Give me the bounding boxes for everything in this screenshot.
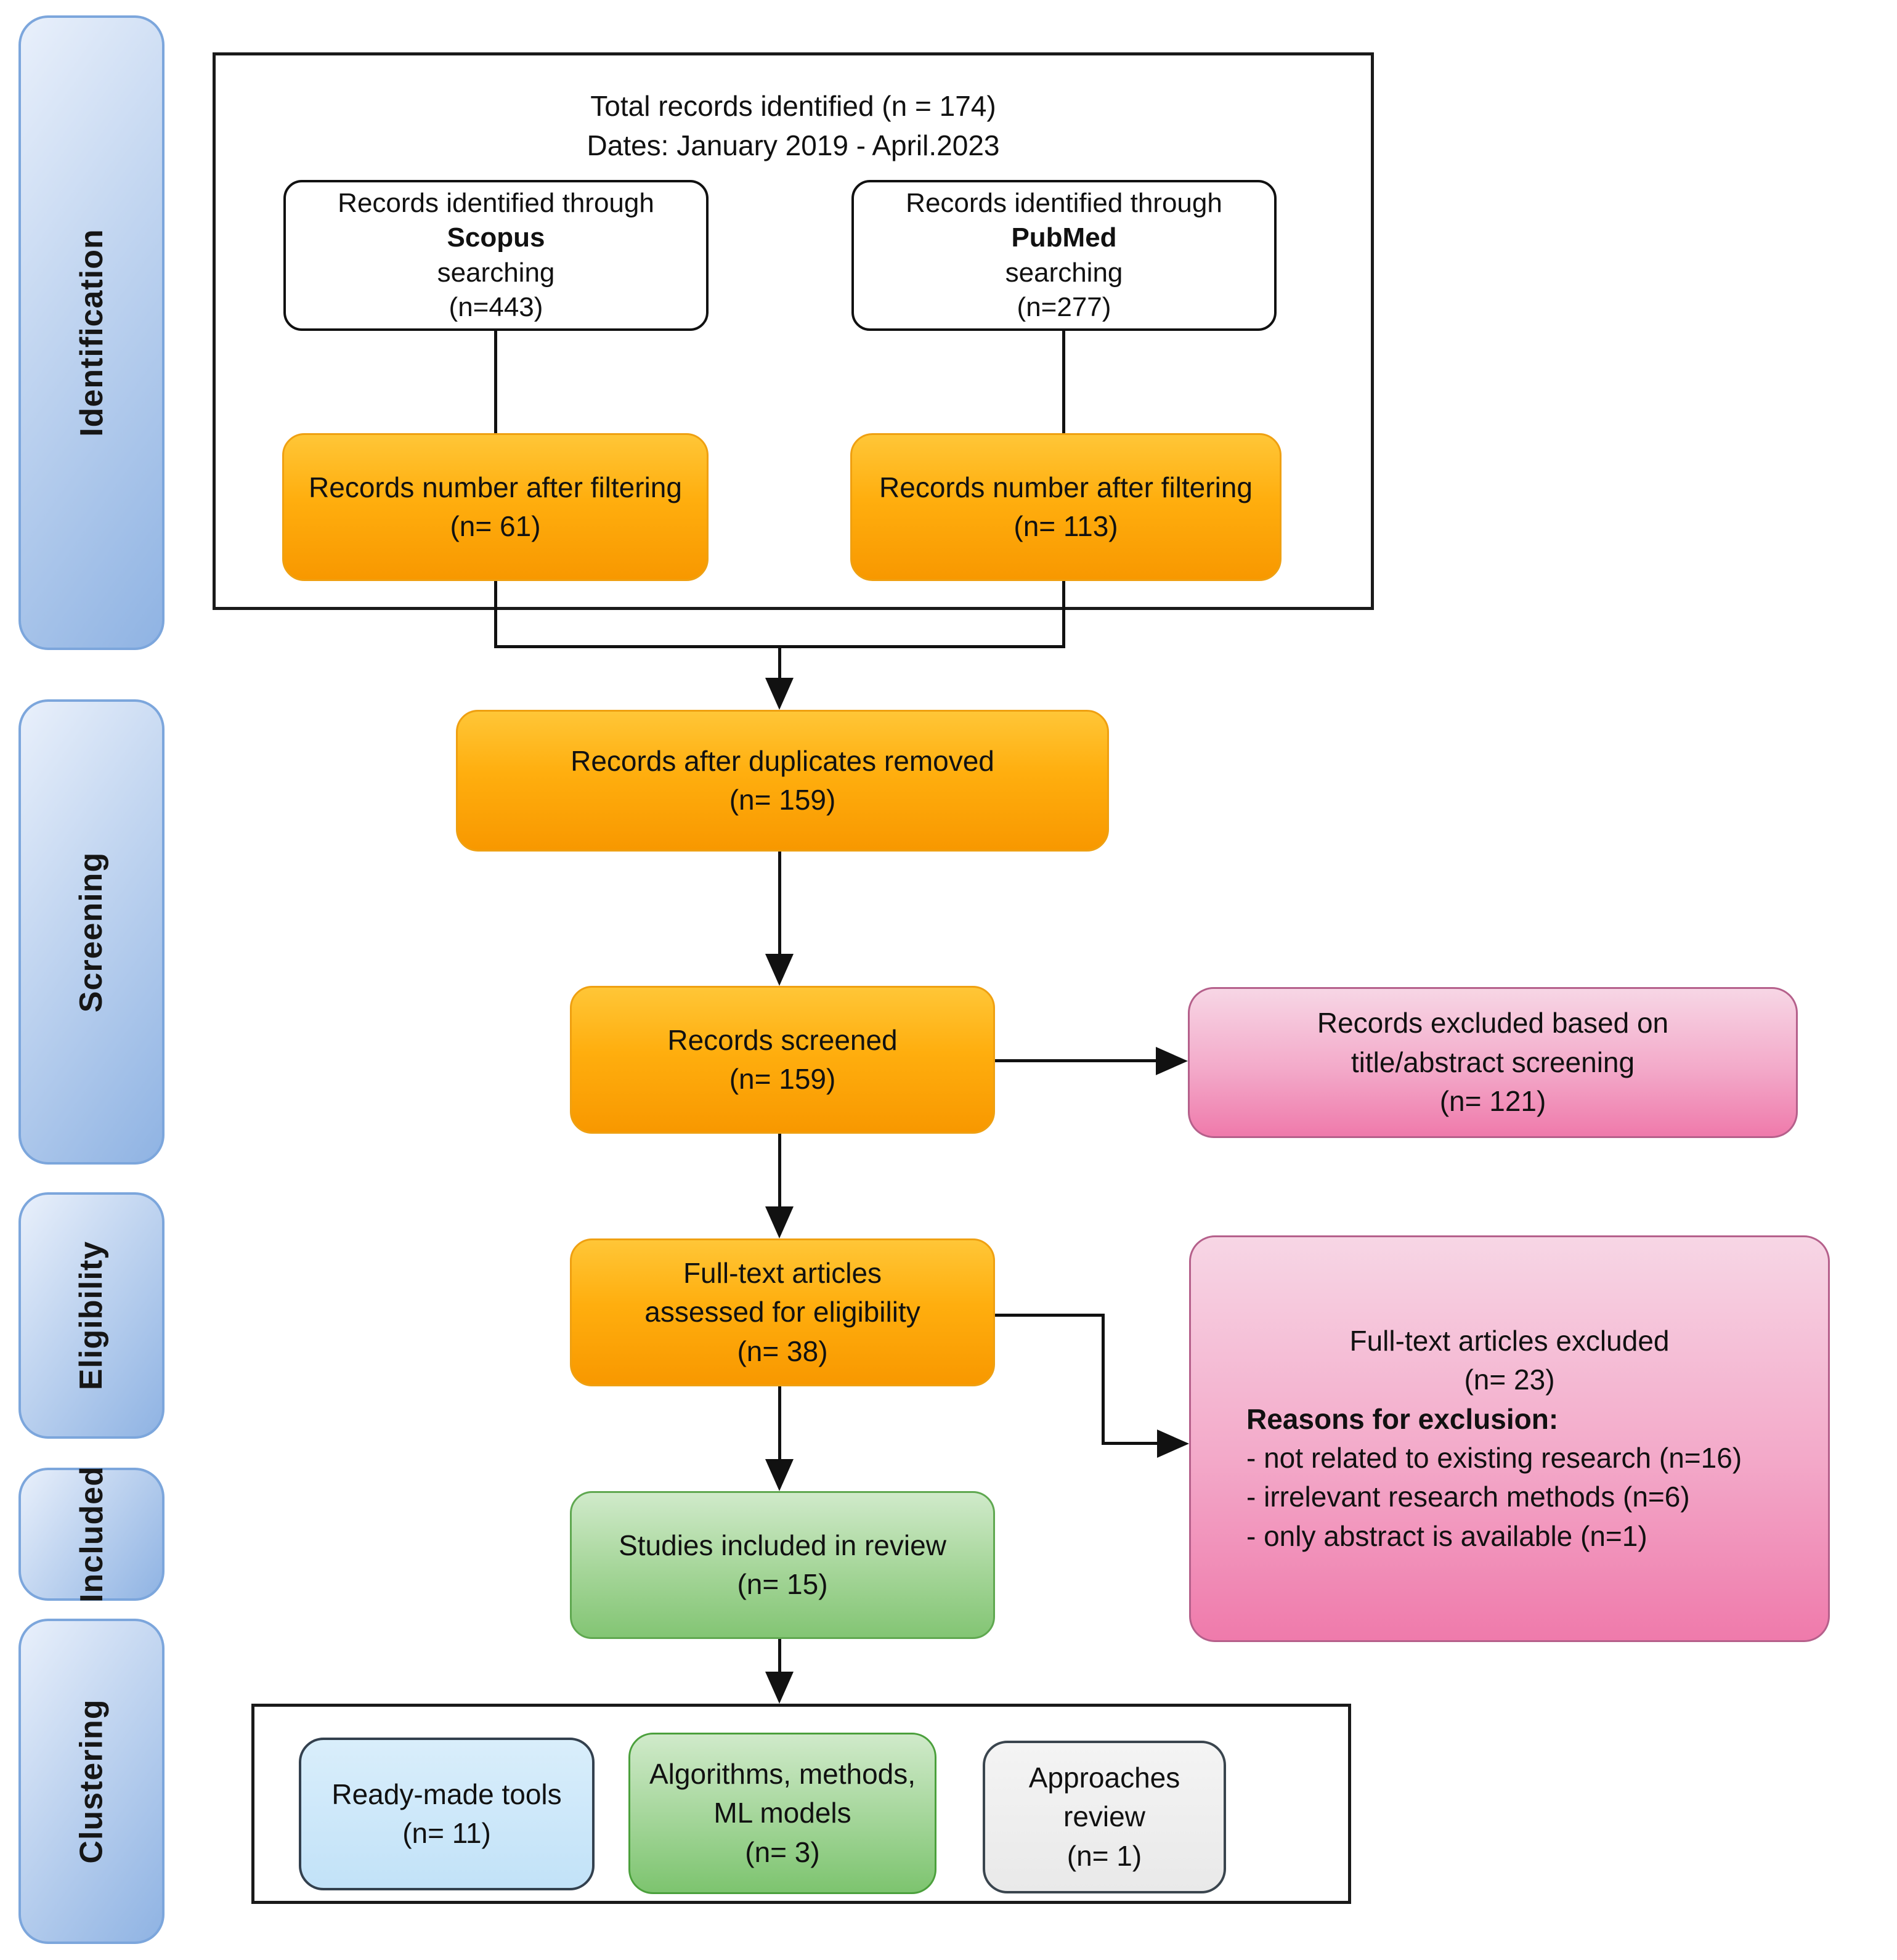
pubmed-line3: searching — [1005, 257, 1123, 288]
identification-title-line1: Total records identified (n = 174) — [590, 90, 996, 122]
merge-left-vertical — [494, 581, 497, 648]
stage-included-label: Included — [73, 1466, 110, 1603]
filter-pubmed-line1: Records number after filtering — [879, 471, 1253, 503]
elbow-horizontal-1 — [995, 1314, 1105, 1317]
identification-outline-rect — [213, 52, 1374, 610]
exclusion-reason-2: - irrelevant research methods (n=6) — [1246, 1481, 1690, 1513]
included-line1: Studies included in review — [619, 1529, 946, 1561]
arrowhead-to-fulltext-excluded — [1157, 1429, 1189, 1458]
filter-pubmed-count: (n= 113) — [1013, 510, 1118, 542]
scopus-count: (n=443) — [449, 291, 543, 322]
filter-scopus-count: (n= 61) — [450, 510, 541, 542]
stage-clustering-label: Clustering — [73, 1699, 110, 1864]
clustering-outline-rect — [251, 1704, 1351, 1904]
cluster-tools-count: (n= 11) — [402, 1817, 491, 1849]
source-box-pubmed: Records identified through PubMed search… — [851, 180, 1277, 331]
connector-screened-fulltext — [778, 1134, 781, 1208]
cluster-box-algorithms: Algorithms, methods, ML models (n= 3) — [628, 1733, 936, 1894]
included-count: (n= 15) — [737, 1568, 828, 1600]
filter-box-pubmed: Records number after filtering (n= 113) — [850, 433, 1282, 581]
fulltext-excluded-line1: Full-text articles excluded — [1349, 1324, 1670, 1357]
connector-included-clustering — [778, 1639, 781, 1672]
exclusion-reason-1: - not related to existing research (n=16… — [1246, 1442, 1742, 1474]
scopus-database: Scopus — [447, 222, 545, 253]
screening-excluded-line1: Records excluded based on — [1317, 1007, 1669, 1039]
connector-duplicates-screened — [778, 852, 781, 955]
arrowhead-to-duplicates — [765, 678, 794, 710]
fulltext-excluded-reasons-heading: Reasons for exclusion: — [1246, 1402, 1559, 1435]
stage-eligibility: Eligibility — [18, 1192, 165, 1439]
scopus-line1: Records identified through — [338, 187, 654, 218]
exclusion-reason-3: - only abstract is available (n=1) — [1246, 1519, 1647, 1552]
stage-eligibility-label: Eligibility — [73, 1240, 110, 1391]
fulltext-line2: assessed for eligibility — [644, 1296, 920, 1328]
screening-excluded-count: (n= 121) — [1439, 1085, 1546, 1118]
scopus-line3: searching — [437, 257, 555, 288]
cluster-approaches-line1: Approaches review — [1028, 1761, 1180, 1833]
connector-fulltext-included — [778, 1386, 781, 1459]
fulltext-excluded-count: (n= 23) — [1464, 1364, 1555, 1396]
filter-scopus-line1: Records number after filtering — [309, 471, 682, 503]
pubmed-database: PubMed — [1011, 222, 1117, 253]
identification-title: Total records identified (n = 174) Dates… — [213, 86, 1374, 166]
cluster-algorithms-count: (n= 3) — [745, 1836, 820, 1868]
merge-center-stem — [778, 645, 781, 679]
fulltext-line1: Full-text articles — [683, 1256, 882, 1289]
fulltext-count: (n= 38) — [737, 1335, 828, 1367]
stage-included: Included — [18, 1466, 165, 1603]
records-screened-box: Records screened (n= 159) — [570, 986, 995, 1134]
elbow-horizontal-2 — [1102, 1442, 1157, 1445]
cluster-approaches-count: (n= 1) — [1066, 1839, 1142, 1872]
pubmed-count: (n=277) — [1017, 291, 1111, 322]
screened-line1: Records screened — [667, 1023, 898, 1056]
cluster-box-ready-made-tools: Ready-made tools (n= 11) — [299, 1738, 595, 1890]
cluster-algorithms-line2: ML models — [713, 1797, 851, 1829]
fulltext-excluded-box: Full-text articles excluded (n= 23) Reas… — [1189, 1235, 1830, 1642]
screening-excluded-box: Records excluded based on title/abstract… — [1188, 987, 1798, 1138]
cluster-box-approaches-review: Approaches review (n= 1) — [983, 1741, 1226, 1893]
filter-box-scopus: Records number after filtering (n= 61) — [282, 433, 709, 581]
connector-pubmed-filter — [1062, 331, 1065, 436]
fulltext-assessed-box: Full-text articles assessed for eligibil… — [570, 1238, 995, 1386]
connector-scopus-filter — [494, 331, 497, 436]
screening-excluded-line2: title/abstract screening — [1351, 1046, 1635, 1078]
stage-identification: Identification — [18, 15, 165, 650]
cluster-tools-line1: Ready-made tools — [331, 1778, 562, 1810]
duplicates-count: (n= 159) — [729, 784, 836, 816]
arrowhead-to-title-excluded — [1156, 1047, 1188, 1075]
stage-screening: Screening — [18, 699, 165, 1165]
arrowhead-to-included — [765, 1459, 794, 1491]
arrowhead-to-clustering — [765, 1672, 794, 1704]
source-box-scopus: Records identified through Scopus search… — [283, 180, 709, 331]
duplicates-line1: Records after duplicates removed — [571, 744, 994, 777]
connector-screened-excluded — [995, 1059, 1157, 1062]
arrowhead-to-screened — [765, 954, 794, 986]
stage-screening-label: Screening — [73, 852, 110, 1012]
pubmed-line1: Records identified through — [906, 187, 1222, 218]
studies-included-box: Studies included in review (n= 15) — [570, 1491, 995, 1639]
cluster-algorithms-line1: Algorithms, methods, — [649, 1757, 916, 1790]
arrowhead-to-fulltext — [765, 1206, 794, 1238]
elbow-vertical — [1102, 1314, 1105, 1445]
stage-identification-label: Identification — [73, 229, 110, 437]
screened-count: (n= 159) — [729, 1063, 836, 1095]
identification-title-line2: Dates: January 2019 - April.2023 — [587, 129, 1000, 162]
merge-right-vertical — [1062, 581, 1065, 648]
stage-clustering: Clustering — [18, 1619, 165, 1944]
duplicates-removed-box: Records after duplicates removed (n= 159… — [456, 710, 1109, 852]
